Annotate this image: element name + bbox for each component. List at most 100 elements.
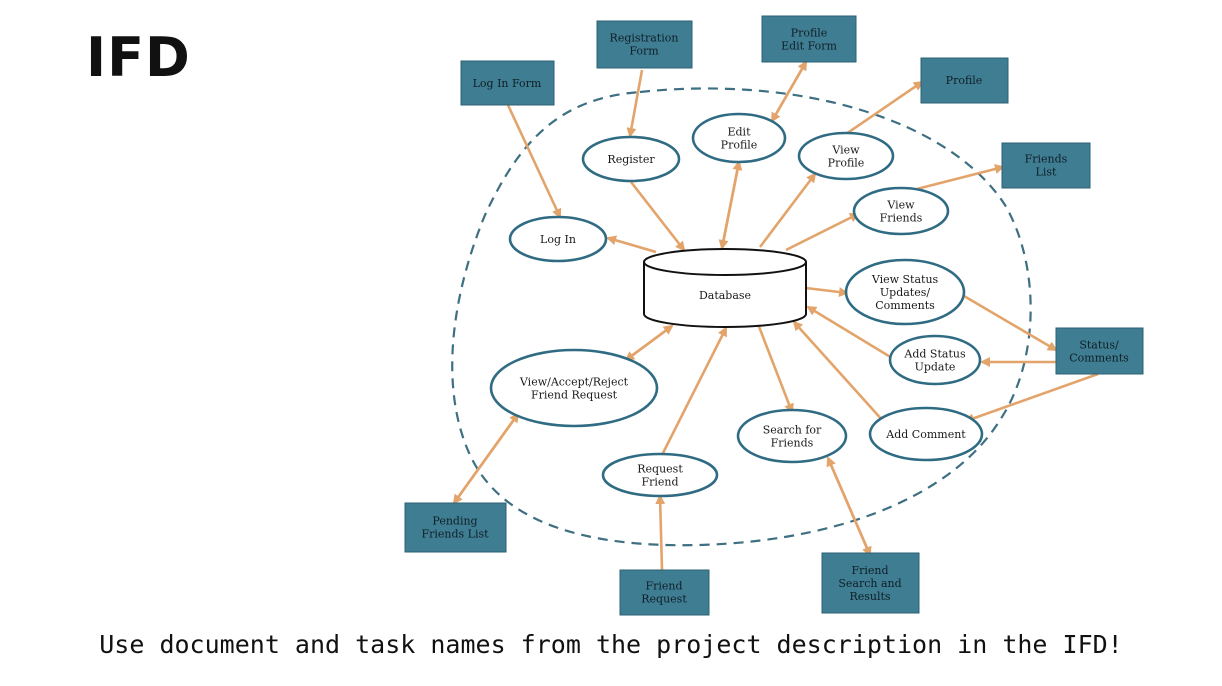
- flow-regform-to-register: [626, 69, 644, 138]
- label-line: Registration: [610, 32, 679, 45]
- flow-addstatus-to-db: [806, 305, 893, 360]
- label-line: Friend: [645, 580, 682, 593]
- doc-log-in-form[interactable]: Log In Form: [460, 60, 555, 106]
- process-register[interactable]: Register: [581, 135, 681, 183]
- flow-results-to-search: [826, 456, 872, 556]
- label-line: Friend: [851, 564, 888, 577]
- label-line: Friends: [1025, 153, 1068, 166]
- label-line: Search and: [838, 577, 901, 590]
- database-store: Database: [643, 248, 807, 328]
- flow-viewstatus-to-status: [963, 294, 1058, 352]
- label-line: List: [1036, 166, 1057, 179]
- label-line: Profile: [946, 74, 983, 87]
- label-line: Updates/: [880, 286, 930, 299]
- label-line: Form: [629, 45, 659, 58]
- label-line: Request: [637, 463, 683, 476]
- flow-db-to-search: [756, 323, 794, 414]
- label-line: Request: [641, 593, 687, 606]
- doc-status-comments-label: Status/Comments: [1069, 339, 1129, 365]
- label-line: Profile: [721, 139, 758, 152]
- flow-register-to-db: [629, 181, 686, 252]
- process-log-in[interactable]: Log In: [508, 215, 608, 263]
- label-line: View: [831, 144, 860, 157]
- flow-status-to-addcomment: [964, 372, 1099, 424]
- database-label: Database: [699, 289, 751, 302]
- flow-db-to-login: [606, 235, 657, 254]
- label-line: Edit Form: [781, 40, 837, 53]
- flow-viewaccept-to-pending: [452, 413, 520, 505]
- label-line: View: [886, 199, 915, 212]
- flow-db-to-viewfriends: [785, 212, 860, 252]
- process-add-comment[interactable]: Add Comment: [868, 406, 984, 462]
- doc-log-in-form-label: Log In Form: [473, 77, 542, 90]
- label-line: Friends: [880, 212, 923, 225]
- label-line: Profile: [828, 157, 865, 170]
- label-line: Add Comment: [885, 428, 966, 441]
- doc-profile[interactable]: Profile: [920, 57, 1009, 104]
- data-flows: [452, 60, 1099, 571]
- flow-request-doc-to-request: [655, 494, 666, 571]
- process-log-in-label: Log In: [540, 233, 576, 246]
- flow-db-to-viewprofile: [758, 172, 817, 248]
- label-line: Log In: [540, 233, 576, 246]
- label-line: Register: [607, 153, 655, 166]
- label-line: View/Accept/Reject: [519, 376, 629, 389]
- label-line: Update: [915, 361, 956, 374]
- footer-note: Use document and task names from the pro…: [99, 630, 1123, 659]
- label-line: Pending: [432, 515, 477, 528]
- label-line: View Status: [871, 273, 939, 286]
- doc-profile-label: Profile: [946, 74, 983, 87]
- system-boundary: [451, 87, 1032, 547]
- flow-viewaccept-to-db: [625, 324, 674, 362]
- label-line: Friends: [771, 437, 814, 450]
- label-line: Add Status: [903, 348, 966, 361]
- label-line: Status/: [1079, 339, 1119, 352]
- label-line: Edit: [727, 126, 751, 139]
- flow-db-to-viewstatus: [805, 286, 849, 297]
- flow-request-to-db: [660, 326, 728, 456]
- label-line: Comments: [1069, 352, 1129, 365]
- slide-title: IFD: [86, 26, 191, 89]
- label-line: Results: [849, 590, 890, 603]
- flow-viewprofile-to-profile: [845, 80, 924, 136]
- flow-db-to-edit: [720, 160, 743, 249]
- flow-login-form-to-login: [506, 104, 562, 219]
- flow-edit-to-editform: [770, 60, 808, 122]
- doc-status-comments[interactable]: Status/Comments: [1055, 327, 1144, 375]
- label-line: Comments: [875, 299, 935, 312]
- flow-viewfriends-to-list: [904, 164, 1005, 194]
- label-line: Search for: [763, 424, 822, 437]
- label-line: Log In Form: [473, 77, 542, 90]
- label-line: Friend Request: [531, 389, 618, 402]
- label-line: Friends List: [421, 528, 489, 541]
